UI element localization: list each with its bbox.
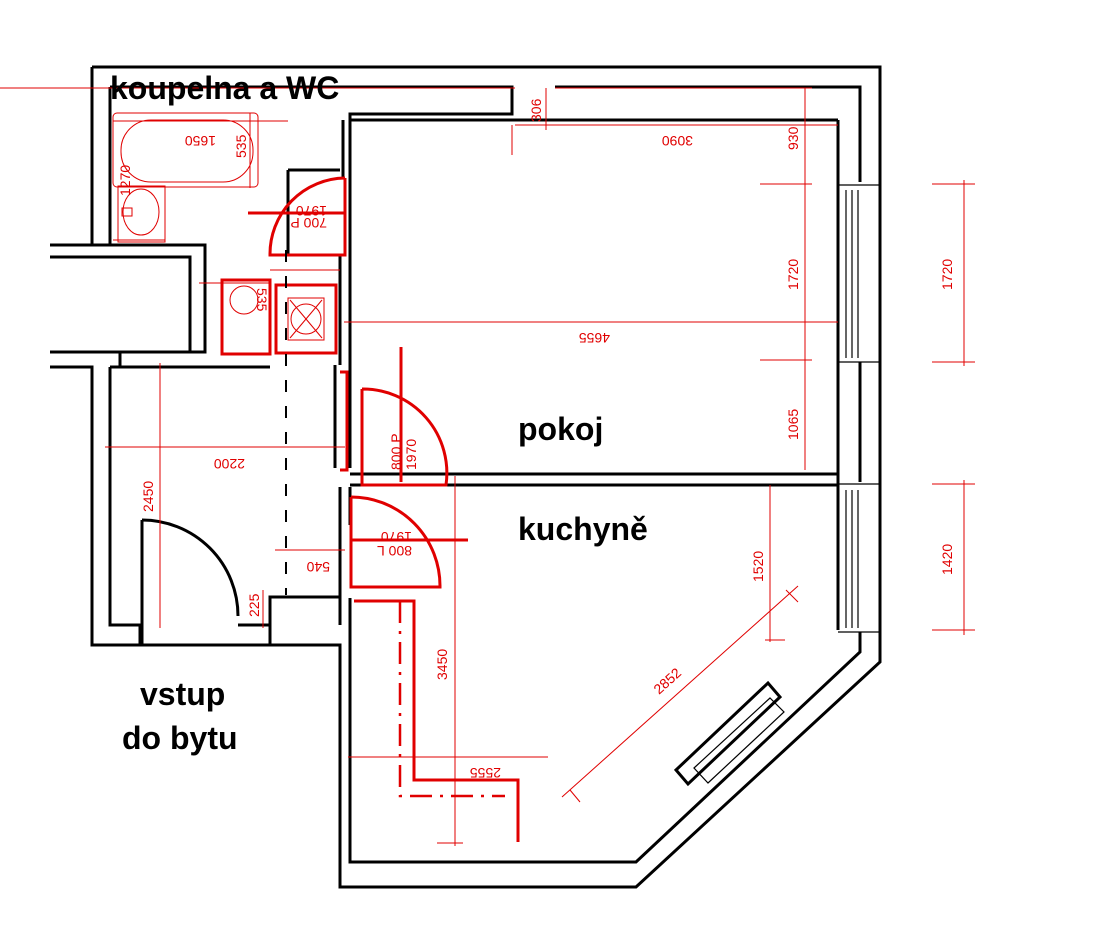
room-label-entrance-2: do bytu (122, 720, 238, 756)
dim-hall-length: 2450 (140, 481, 156, 512)
dim-window-kitchen: 1420 (939, 544, 955, 575)
fixtures (112, 112, 520, 842)
bathtub (112, 112, 259, 188)
kitchen-counter (354, 599, 520, 842)
dim-bath-length: 1650 (185, 133, 216, 149)
room-door (360, 387, 449, 487)
door-kitchen-width: 800 L (377, 543, 412, 559)
dim-kitchen-length: 3450 (434, 649, 450, 680)
dim-hall-step: 225 (246, 593, 262, 617)
room-label-entrance-1: vstup (140, 676, 225, 712)
dim-room-wall-930: 930 (785, 126, 801, 150)
door-kitchen-height: 1970 (381, 529, 412, 545)
door-bathroom-width: 700 P (290, 215, 327, 231)
dim-room-wall-1065: 1065 (785, 409, 801, 440)
dim-wc-width: 535 (254, 288, 270, 312)
wc-toilet (220, 278, 272, 356)
bathroom-door (268, 176, 347, 257)
dim-room-top-offset: 306 (528, 98, 544, 122)
walls (50, 65, 882, 889)
door-room-width: 800 P (388, 433, 404, 470)
dim-hall-width: 2200 (214, 456, 245, 472)
dimension-lines (0, 87, 975, 846)
dim-room-width: 3090 (662, 133, 693, 149)
sink (117, 185, 166, 243)
door-bathroom-height: 1970 (296, 203, 327, 219)
dim-window-room-outer: 1720 (939, 259, 955, 290)
room-label-kitchen: kuchyně (518, 511, 648, 547)
room-label-bathroom: koupelna a WC (110, 70, 339, 106)
dim-kitchen-wall-1520: 1520 (750, 551, 766, 582)
dim-window-room: 1720 (785, 259, 801, 290)
dim-room-length: 4655 (579, 330, 610, 346)
dim-kitchen-width: 2555 (470, 765, 501, 781)
dim-sink-depth: 1270 (117, 165, 133, 196)
dim-hall-niche: 540 (306, 559, 330, 575)
dim-bath-width: 535 (233, 134, 249, 158)
ventilation-shaft (274, 283, 338, 355)
door-room-height: 1970 (403, 439, 419, 470)
kitchen-door (349, 495, 442, 589)
room-label-room: pokoj (518, 411, 603, 447)
